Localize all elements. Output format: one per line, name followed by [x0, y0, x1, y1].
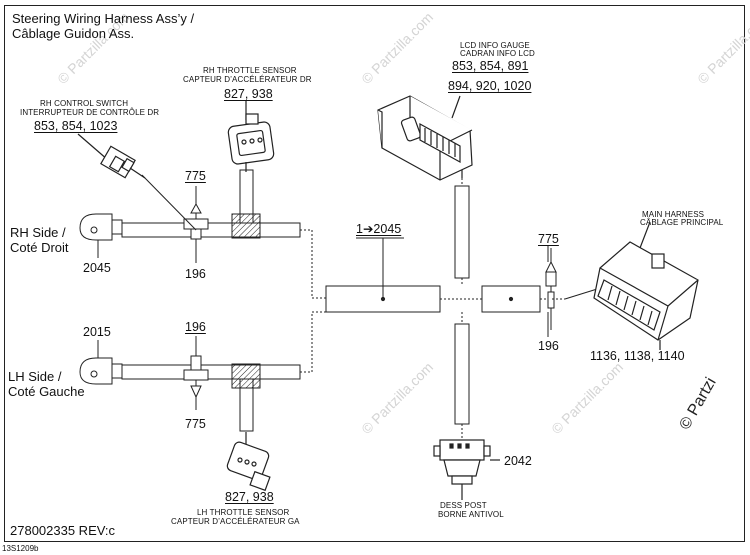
rh-control-switch-label: RH CONTROL SWITCH: [40, 99, 129, 108]
main-harness-label-fr: CÂBLAGE PRINCIPAL: [640, 218, 724, 227]
lh-throttle-sensor-label: LH THROTTLE SENSOR: [197, 508, 290, 517]
main-harness-refs: 1136, 1138, 1140: [590, 349, 685, 363]
diagram-title-line1: Steering Wiring Harness Ass’y /: [12, 11, 195, 26]
callout-rh-775: 775: [185, 169, 206, 183]
callout-lh-196: 196: [185, 320, 206, 334]
rh-control-switch-connector: [77, 133, 146, 179]
lh-throttle-sensor-label-fr: CAPTEUR D’ACCÉLÉRATEUR GA: [171, 517, 300, 526]
lh-side-connector: [79, 340, 123, 385]
rh-throttle-sensor-connector: [227, 100, 275, 172]
center-harness: [325, 178, 552, 440]
lcd-gauge-refs-1: 853, 854, 891: [452, 59, 529, 73]
lh-side-label: LH Side / Coté Gauche: [8, 369, 85, 399]
callout-center: 1➔2045: [356, 222, 402, 236]
callout-lh-775: 775: [185, 417, 206, 431]
rh-side-label: RH Side / Coté Droit: [10, 225, 69, 255]
main-harness-connector: [593, 221, 699, 350]
dess-post-label: DESS POST: [440, 501, 487, 510]
rh-side-connector: [79, 213, 123, 258]
lh-harness-branch: [121, 311, 326, 432]
main-harness-label: MAIN HARNESS: [642, 210, 705, 219]
dess-post-ref: 2042: [504, 454, 532, 468]
diagram-title-line2: Câblage Guidon Ass.: [12, 26, 135, 41]
dess-post-connector: [433, 439, 500, 500]
drawing-id: 13S1209b: [2, 544, 39, 553]
lh-side-ref: 2015: [83, 325, 111, 339]
lcd-gauge-label-fr: CADRAN INFO LCD: [460, 49, 535, 58]
drawing-frame: [4, 5, 745, 542]
rh-side-ref: 2045: [83, 261, 111, 275]
lh-throttle-sensor-refs: 827, 938: [225, 490, 274, 504]
callout-right-775: 775: [538, 232, 559, 246]
rh-harness-branch: [121, 169, 326, 299]
callout-right-196: 196: [538, 339, 559, 353]
rh-control-switch-refs: 853, 854, 1023: [34, 119, 118, 133]
dess-post-label-fr: BORNE ANTIVOL: [438, 510, 504, 519]
rh-control-switch-label-fr: INTERRUPTEUR DE CONTRÔLE DR: [20, 108, 160, 117]
rh-throttle-sensor-label-fr: CAPTEUR D’ACCÉLÉRATEUR DR: [183, 75, 312, 84]
rh-throttle-sensor-refs: 827, 938: [224, 87, 273, 101]
lh-throttle-sensor-connector: [226, 432, 271, 492]
lcd-gauge-connector: [377, 95, 473, 181]
callout-rh-196: 196: [185, 267, 206, 281]
rh-throttle-sensor-label: RH THROTTLE SENSOR: [203, 66, 297, 75]
lcd-gauge-refs-2: 894, 920, 1020: [448, 79, 532, 93]
part-number: 278002335 REV:c: [10, 523, 116, 538]
lcd-gauge-label: LCD INFO GAUGE: [460, 41, 530, 50]
